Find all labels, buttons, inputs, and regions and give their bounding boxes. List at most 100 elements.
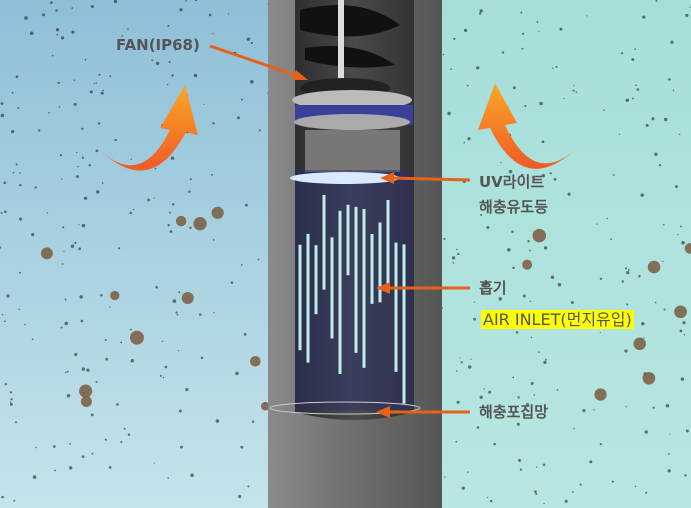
dust-speck bbox=[90, 4, 94, 8]
dust-particle bbox=[129, 330, 144, 345]
dust-speck bbox=[589, 460, 593, 464]
dust-speck bbox=[567, 192, 571, 196]
dust-speck bbox=[640, 193, 644, 197]
dust-speck bbox=[109, 75, 112, 78]
label-intake: 흡기 bbox=[479, 279, 507, 297]
dust-speck bbox=[612, 174, 615, 176]
dust-particle bbox=[684, 243, 691, 254]
dust-speck bbox=[500, 161, 502, 164]
dust-speck bbox=[117, 247, 121, 250]
dust-speck bbox=[536, 21, 539, 23]
dust-speck bbox=[176, 313, 179, 316]
dust-speck bbox=[61, 263, 64, 265]
dust-speck bbox=[180, 445, 183, 449]
dust-particle bbox=[674, 305, 687, 319]
dust-speck bbox=[635, 84, 637, 87]
dust-speck bbox=[645, 491, 648, 494]
dust-speck bbox=[54, 469, 56, 472]
dust-speck bbox=[56, 33, 59, 36]
dust-speck bbox=[153, 197, 155, 199]
dust-speck bbox=[29, 31, 34, 35]
dust-speck bbox=[153, 462, 155, 464]
dust-speck bbox=[6, 294, 10, 298]
dust-speck bbox=[652, 406, 655, 409]
dust-speck bbox=[194, 0, 198, 2]
dust-speck bbox=[212, 239, 215, 241]
dust-speck bbox=[90, 413, 94, 417]
dust-speck bbox=[527, 239, 530, 243]
dust-speck bbox=[100, 91, 104, 95]
dust-speck bbox=[46, 212, 49, 214]
dust-speck bbox=[683, 333, 686, 336]
dust-speck bbox=[96, 190, 100, 194]
dust-speck bbox=[593, 409, 595, 411]
dust-speck bbox=[677, 234, 679, 236]
dust-speck bbox=[35, 446, 37, 449]
dust-speck bbox=[626, 303, 629, 306]
dust-speck bbox=[460, 361, 463, 364]
dust-speck bbox=[662, 260, 664, 262]
dust-speck bbox=[667, 469, 671, 473]
dust-speck bbox=[482, 283, 486, 286]
dust-speck bbox=[642, 15, 646, 19]
air-inlet-highlight: AIR INLET(먼지유입) bbox=[481, 310, 634, 329]
dust-speck bbox=[177, 350, 180, 352]
dust-particle bbox=[250, 355, 261, 367]
dust-speck bbox=[215, 419, 220, 423]
dust-speck bbox=[167, 223, 170, 227]
dust-speck bbox=[447, 111, 451, 116]
dust-particle bbox=[193, 217, 207, 231]
dust-speck bbox=[105, 357, 109, 361]
dust-speck bbox=[100, 294, 103, 297]
dust-speck bbox=[669, 433, 671, 435]
dust-speck bbox=[0, 211, 3, 214]
dust-speck bbox=[522, 294, 526, 298]
dust-speck bbox=[572, 89, 575, 92]
dust-speck bbox=[453, 37, 456, 41]
dust-speck bbox=[655, 0, 658, 2]
dust-speck bbox=[539, 101, 543, 106]
dust-speck bbox=[154, 167, 157, 170]
dust-speck bbox=[52, 445, 56, 448]
dust-speck bbox=[208, 13, 212, 17]
dust-speck bbox=[517, 396, 520, 399]
dust-speck bbox=[168, 61, 171, 63]
dust-speck bbox=[634, 48, 636, 50]
dust-speck bbox=[626, 271, 630, 275]
dust-speck bbox=[151, 59, 154, 62]
dust-speck bbox=[59, 153, 63, 157]
dust-speck bbox=[91, 452, 94, 455]
dust-speck bbox=[624, 267, 628, 270]
dust-speck bbox=[631, 97, 634, 100]
dust-speck bbox=[185, 387, 189, 392]
dust-speck bbox=[9, 402, 13, 406]
dust-speck bbox=[64, 298, 67, 301]
dust-speck bbox=[470, 358, 472, 360]
dust-speck bbox=[680, 377, 685, 381]
dust-speck bbox=[476, 66, 480, 70]
dust-speck bbox=[1, 314, 4, 316]
air-inlet-slots bbox=[298, 195, 406, 404]
dust-speck bbox=[479, 9, 483, 13]
dust-speck bbox=[651, 117, 655, 121]
dust-speck bbox=[109, 306, 111, 308]
dust-speck bbox=[73, 79, 76, 82]
dust-speck bbox=[238, 494, 242, 499]
dust-speck bbox=[610, 238, 612, 241]
dust-speck bbox=[685, 429, 689, 433]
trap-net-ring bbox=[269, 401, 421, 415]
dust-speck bbox=[521, 47, 524, 50]
dust-speck bbox=[246, 37, 251, 41]
ballast-block bbox=[305, 130, 400, 172]
dust-speck bbox=[108, 466, 112, 469]
dust-speck bbox=[658, 163, 662, 167]
dust-speck bbox=[599, 443, 602, 446]
dust-speck bbox=[679, 133, 681, 136]
dust-speck bbox=[17, 107, 20, 109]
dust-speck bbox=[681, 240, 685, 245]
dust-speck bbox=[172, 299, 177, 303]
dust-speck bbox=[480, 214, 483, 217]
dust-speck bbox=[212, 122, 215, 125]
dust-speck bbox=[127, 28, 129, 30]
dust-speck bbox=[625, 98, 629, 102]
